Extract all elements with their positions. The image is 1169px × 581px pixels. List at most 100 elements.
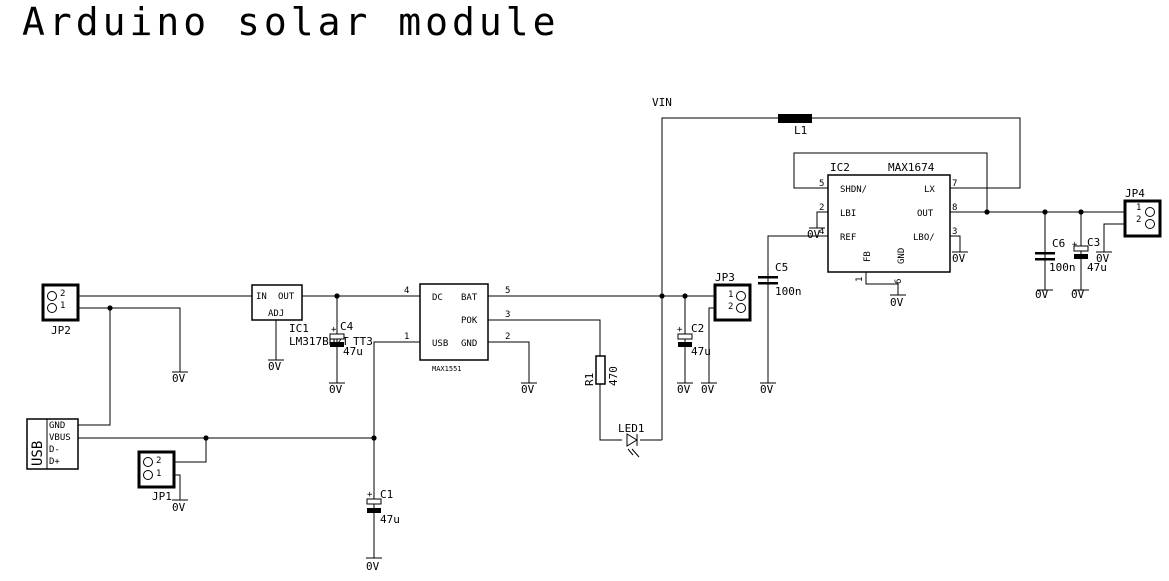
c1-label: C1 <box>380 488 393 501</box>
svg-text:POK: POK <box>461 316 478 326</box>
ground-symbols: 0V 0V 0V 0V 0V 0V 0V 0V 0V 0V 0V 0V 0V 0… <box>172 227 1112 573</box>
c1-capacitor: + C1 47u <box>366 488 400 526</box>
svg-text:OUT: OUT <box>278 292 295 302</box>
jp2-connector: 2 1 JP2 <box>41 283 80 337</box>
svg-text:REF: REF <box>840 233 856 243</box>
wire-ref-c5 <box>767 235 828 383</box>
svg-text:5: 5 <box>819 179 824 189</box>
svg-text:+: + <box>331 325 337 335</box>
jp1-connector: 2 1 JP1 <box>137 450 176 503</box>
wire-pok <box>488 319 601 356</box>
wire-r1-led <box>599 384 622 441</box>
c2-label: C2 <box>691 322 704 335</box>
c3-value: 47u <box>1087 261 1107 274</box>
ground-symbol: 0V <box>366 557 382 573</box>
ground-symbol: 0V <box>172 371 188 385</box>
svg-text:8: 8 <box>952 203 957 213</box>
svg-text:0V: 0V <box>890 296 904 309</box>
svg-text:0V: 0V <box>1071 288 1085 301</box>
wire-vin <box>661 117 778 440</box>
junction <box>107 305 113 311</box>
svg-text:1: 1 <box>156 469 161 479</box>
svg-text:1: 1 <box>855 277 865 282</box>
ground-symbol: 0V <box>268 359 284 373</box>
ground-symbol: 0V <box>1035 288 1053 301</box>
c5-label: C5 <box>775 261 788 274</box>
ground-symbol: 0V <box>890 294 906 309</box>
c5-value: 100n <box>775 285 802 298</box>
net-label-vin: VIN <box>652 96 672 109</box>
junction <box>984 209 990 215</box>
svg-text:0V: 0V <box>268 360 282 373</box>
wire-l1-lx <box>812 117 1021 189</box>
svg-text:0V: 0V <box>366 560 380 573</box>
svg-text:IN: IN <box>256 292 267 302</box>
svg-text:GND: GND <box>461 339 477 349</box>
svg-text:BAT: BAT <box>461 293 478 303</box>
svg-text:OUT: OUT <box>917 209 934 219</box>
jp3-label: JP3 <box>715 271 735 284</box>
wire-gnd-usb <box>78 308 111 426</box>
ground-symbol: 0V <box>1096 251 1112 265</box>
ground-symbol: 0V <box>1071 288 1089 301</box>
page-title: Arduino solar module <box>22 0 560 44</box>
jp2-label: JP2 <box>51 324 71 337</box>
svg-text:6: 6 <box>894 279 904 284</box>
svg-text:0V: 0V <box>1096 252 1110 265</box>
c4-label: C4 <box>340 320 354 333</box>
r1-value: 470 <box>607 366 620 386</box>
svg-text:+: + <box>677 325 683 335</box>
svg-text:0V: 0V <box>172 501 186 514</box>
c4-value: 47u <box>343 345 363 358</box>
svg-text:2: 2 <box>60 289 65 299</box>
svg-text:2: 2 <box>1136 215 1141 225</box>
svg-text:3: 3 <box>952 227 957 237</box>
svg-text:0V: 0V <box>172 372 186 385</box>
r1-resistor: R1 470 <box>583 355 620 386</box>
usb-connector: USB GND VBUS D- D+ <box>26 418 79 470</box>
c3-label: C3 <box>1087 236 1100 249</box>
svg-text:2: 2 <box>156 456 161 466</box>
svg-text:0V: 0V <box>677 383 691 396</box>
svg-text:LBO/: LBO/ <box>913 233 935 243</box>
svg-text:1: 1 <box>1136 203 1141 213</box>
svg-text:GND: GND <box>897 248 907 264</box>
junction <box>371 435 377 441</box>
svg-text:D+: D+ <box>49 457 60 467</box>
max1551-charger: DC USB BAT POK GND 4 1 5 3 2 MAX1551 <box>404 283 510 373</box>
c2-value: 47u <box>691 345 711 358</box>
c1-value: 47u <box>380 513 400 526</box>
svg-text:2: 2 <box>728 302 733 312</box>
wire-jp1-pin1 <box>174 474 181 500</box>
ground-symbol: 0V <box>521 382 537 396</box>
svg-text:0V: 0V <box>329 383 343 396</box>
wire-lbo <box>950 235 961 252</box>
c5-capacitor: C5 100n <box>758 261 802 298</box>
ic2-label: IC2 <box>830 161 850 174</box>
svg-text:+: + <box>1072 240 1078 250</box>
svg-text:FB: FB <box>863 251 873 262</box>
ic2-boost-converter: IC2 MAX1674 SHDN/ LBI REF LX OUT LBO/ FB… <box>819 161 957 284</box>
wire-jp2-pin1-gnd <box>78 307 181 372</box>
svg-text:5: 5 <box>505 286 510 296</box>
r1-label: R1 <box>583 373 596 386</box>
c4-capacitor: + C4 47u TT3 <box>329 320 373 358</box>
l1-inductor: L1 <box>778 114 812 137</box>
svg-text:4: 4 <box>404 286 409 296</box>
led1: LED1 <box>618 422 645 458</box>
max1551-value: MAX1551 <box>432 365 462 373</box>
wires <box>78 117 1125 558</box>
junction <box>1042 209 1048 215</box>
svg-text:0V: 0V <box>521 383 535 396</box>
svg-text:1: 1 <box>728 290 733 300</box>
svg-text:2: 2 <box>505 332 510 342</box>
svg-text:0V: 0V <box>952 252 966 265</box>
c3-capacitor: + C3 47u <box>1072 236 1107 274</box>
ground-symbol: 0V <box>807 227 825 241</box>
c2-capacitor: + C2 47u <box>677 322 711 358</box>
svg-text:4: 4 <box>819 227 824 237</box>
jp1-label: JP1 <box>152 490 172 503</box>
junction <box>203 435 209 441</box>
ground-symbol: 0V <box>701 382 717 396</box>
l1-label: L1 <box>794 124 807 137</box>
